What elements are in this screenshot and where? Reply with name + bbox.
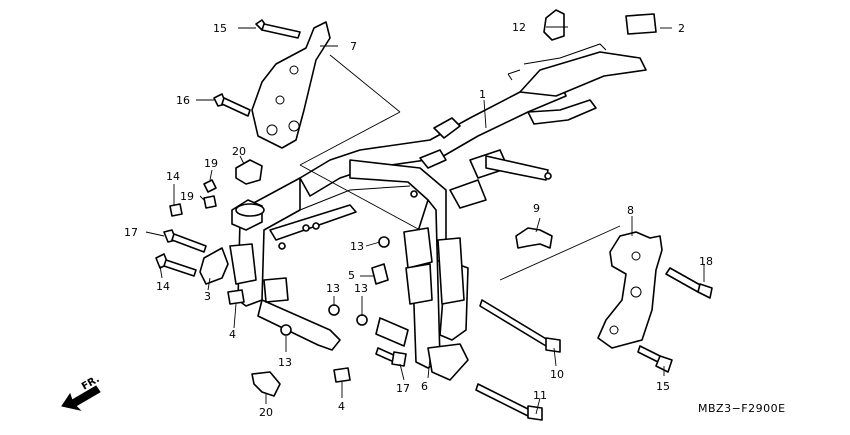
flange-bolt (255, 19, 301, 39)
grommet (235, 159, 263, 185)
flange-bolt (665, 267, 713, 299)
engine-hanger-plate (251, 21, 331, 149)
callout-16: 16 (176, 94, 190, 107)
flange-nut (328, 304, 340, 316)
callout-13d: 13 (278, 356, 292, 369)
callout-12: 12 (512, 21, 526, 34)
callout-13a: 13 (350, 240, 364, 253)
flange-nut (378, 236, 390, 248)
callout-9: 9 (533, 202, 540, 215)
leader-lines (145, 26, 705, 415)
long-mounting-bolt (479, 299, 561, 353)
callout-19a: 19 (204, 157, 218, 170)
callout-19b: 19 (180, 190, 194, 203)
flange-nut (280, 324, 292, 336)
callout-11: 11 (533, 389, 547, 402)
callout-15a: 15 (213, 22, 227, 35)
callout-3: 3 (204, 290, 211, 303)
callout-8: 8 (627, 204, 634, 217)
side-bracket (199, 247, 229, 285)
diagram-code: MBZ3−F2900E (698, 402, 786, 415)
wire-clip (543, 9, 565, 41)
callout-labels: 1 2 3 4 4 5 6 7 8 9 10 11 12 13 13 13 13… (124, 21, 713, 419)
callout-13c: 13 (354, 282, 368, 295)
callout-4a: 4 (229, 328, 236, 341)
callout-15b: 15 (656, 380, 670, 393)
harness-clamp (515, 227, 553, 249)
callout-2: 2 (678, 22, 685, 35)
flange-bolt (155, 253, 197, 277)
mount-spacer (333, 367, 351, 383)
callout-20b: 20 (259, 406, 273, 419)
callout-17b: 17 (396, 382, 410, 395)
grommet (251, 371, 281, 397)
callout-17a: 17 (124, 226, 138, 239)
callout-7: 7 (350, 40, 357, 53)
callout-13b: 13 (326, 282, 340, 295)
front-direction-arrow-icon (61, 385, 101, 411)
callout-5: 5 (348, 269, 355, 282)
rear-engine-hanger-bracket (597, 231, 663, 349)
flange-bolt (637, 345, 673, 373)
callout-18: 18 (699, 255, 713, 268)
collar (375, 317, 409, 347)
rubber-stopper (625, 13, 657, 35)
flange-nut (356, 314, 368, 326)
callout-14a: 14 (166, 170, 180, 183)
flange-bolt (163, 229, 207, 253)
callout-4b: 4 (338, 400, 345, 413)
callout-10: 10 (550, 368, 564, 381)
callout-14b: 14 (156, 280, 170, 293)
collar (371, 263, 389, 285)
callout-1: 1 (479, 88, 486, 101)
flange-bolt (213, 93, 251, 117)
flange-bolt (375, 347, 407, 367)
callout-20a: 20 (232, 145, 246, 158)
callout-6: 6 (421, 380, 428, 393)
wire-band (203, 179, 217, 193)
flange-bolt (169, 203, 183, 217)
frame-body (229, 43, 647, 381)
long-mounting-bolt (475, 383, 543, 421)
mount-spacer (227, 289, 245, 305)
wire-band (203, 195, 217, 209)
